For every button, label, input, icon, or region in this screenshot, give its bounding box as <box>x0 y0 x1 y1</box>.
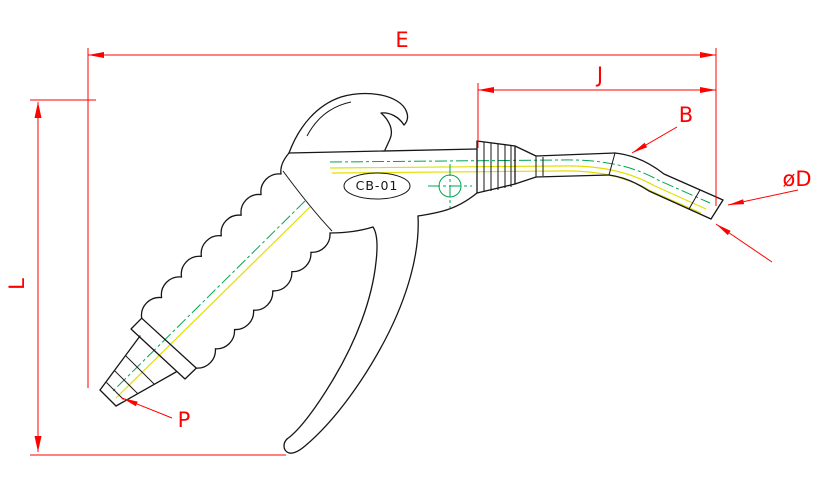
dimensions <box>30 48 799 456</box>
nozzle-cone-top <box>514 145 537 157</box>
inlet-tip-face <box>99 389 117 407</box>
tube-passage-line <box>329 165 707 210</box>
inlet-ridge-1 <box>125 355 155 385</box>
dim-label-d: øD <box>782 167 811 191</box>
tube-bottom-line <box>535 174 610 178</box>
body-bottom-right-edge <box>417 192 478 217</box>
trigger-lever-inner-line <box>306 101 352 137</box>
nozzle-cone-bottom <box>514 176 537 185</box>
tube-centerline <box>329 159 711 204</box>
inlet-ridge-2 <box>114 370 138 394</box>
tube-bend-top <box>614 152 724 201</box>
crosshair-circle <box>438 174 462 198</box>
trigger-guard-outer <box>283 215 419 454</box>
tube-bend-bottom <box>608 174 712 220</box>
body-left-edge <box>280 152 290 175</box>
dim-label-p: P <box>178 408 191 432</box>
inlet-collar-band <box>130 317 197 380</box>
arrow-d-lower <box>716 224 731 236</box>
arrow-p <box>122 398 138 407</box>
model-label: CB-01 <box>356 178 399 193</box>
body-grip-junction-line <box>282 170 333 232</box>
tube-tip-face <box>710 199 724 220</box>
inlet-nipple-upper-edge <box>99 335 141 391</box>
arrow-j-right <box>700 87 716 93</box>
grip-lower-ribbed-edge <box>195 232 331 369</box>
tube-bend-joint <box>608 152 616 176</box>
passage-lines-yellow <box>115 165 707 399</box>
arrow-b <box>632 142 648 153</box>
handle-centerline <box>110 200 306 394</box>
inlet-ridge-3 <box>106 382 124 400</box>
tube-tip-ring <box>688 189 701 210</box>
model-badge-ellipse <box>343 172 411 200</box>
arrow-e-left <box>88 52 104 58</box>
trigger-guard-inner <box>286 226 378 440</box>
dim-label-b: B <box>679 103 693 127</box>
centerlines-green <box>110 159 711 394</box>
tube-top-line <box>535 152 616 157</box>
body-top-line <box>288 148 478 154</box>
handle-passage-line <box>115 206 311 399</box>
arrow-e-right <box>700 52 716 58</box>
grip-end-line <box>141 317 197 369</box>
dimension-labels: E J B øD L P <box>5 28 812 432</box>
grip-upper-ribbed-edge <box>140 173 282 319</box>
arrow-d-upper <box>728 199 745 205</box>
arrow-l-top <box>34 102 42 118</box>
gun-body: CB-01 <box>99 92 724 454</box>
dim-label-e: E <box>395 28 408 52</box>
guard-to-body-line <box>329 226 374 234</box>
dim-label-l: L <box>5 278 29 290</box>
arrow-j-left <box>478 87 494 93</box>
trigger-lever-outline <box>288 92 409 154</box>
arrow-l-bottom <box>34 436 42 452</box>
dim-label-j: J <box>595 63 603 87</box>
